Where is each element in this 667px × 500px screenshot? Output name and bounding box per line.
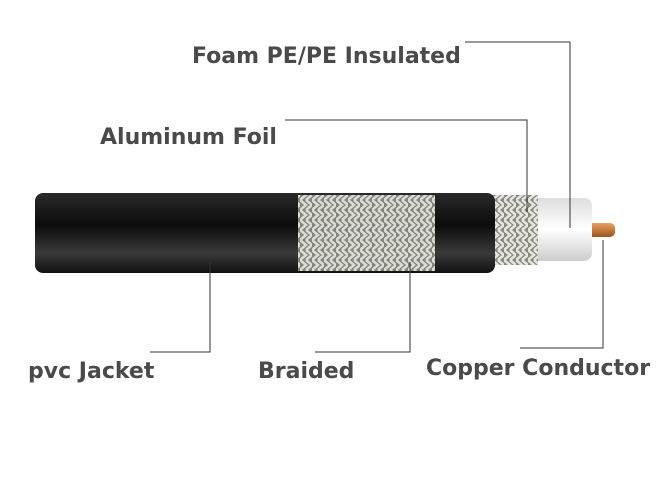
leader-lines <box>150 41 604 353</box>
label-braided: Braided <box>258 359 355 384</box>
copper-conductor <box>585 223 615 237</box>
label-aluminum-foil: Aluminum Foil <box>100 125 277 150</box>
braided-shield <box>298 195 435 271</box>
label-pvc-jacket: pvc Jacket <box>28 359 155 384</box>
aluminum-foil <box>488 195 538 265</box>
label-copper-conductor: Copper Conductor <box>426 356 651 381</box>
label-foam-insulation: Foam PE/PE Insulated <box>192 44 461 69</box>
foam-insulation <box>530 198 592 261</box>
